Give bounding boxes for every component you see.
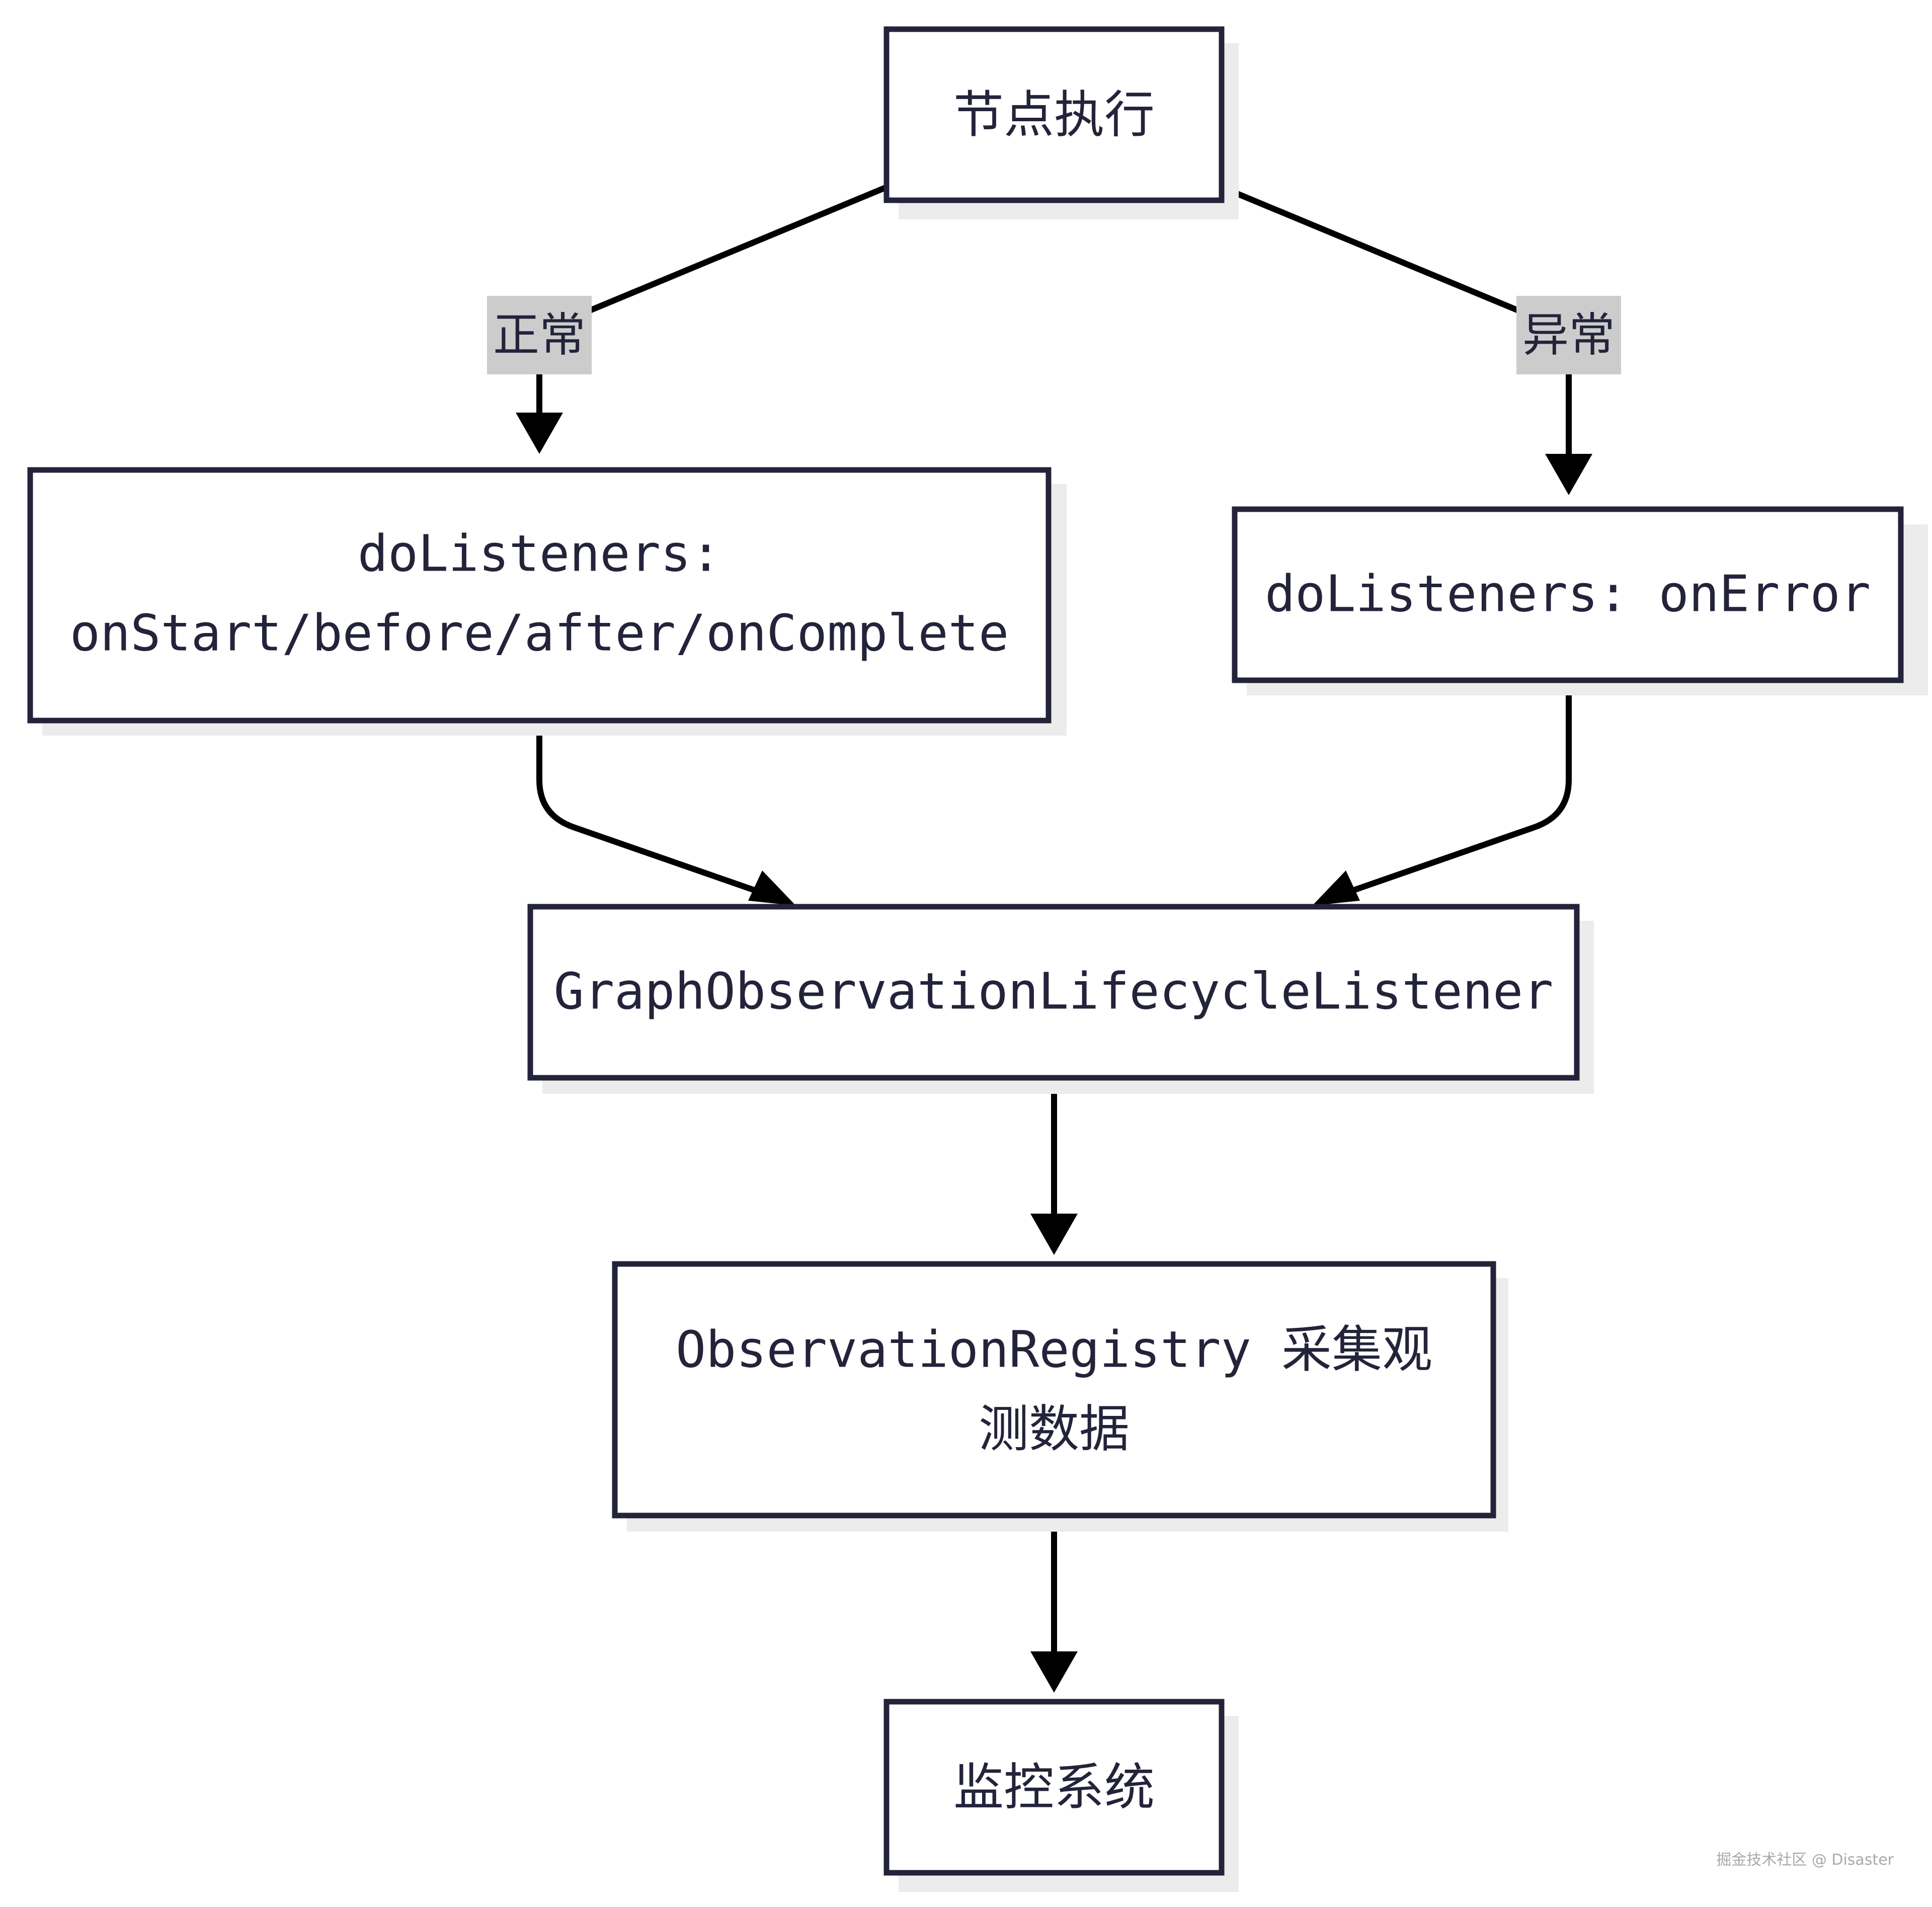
edge-error-to-lifecycle-arrowhead bbox=[1312, 870, 1360, 906]
edge-normal-to-lifecycle-arrowhead-tip bbox=[748, 870, 796, 906]
node-monitor: 监控系统 bbox=[883, 1699, 1239, 1892]
watermark-text: 掘金技术社区 @ Disaster bbox=[1716, 1851, 1894, 1869]
node-normal-listeners: doListeners: onStart/before/after/onComp… bbox=[27, 467, 1067, 736]
edge-label-normal: 正常 bbox=[487, 296, 592, 374]
node-exec-label: 节点执行 bbox=[953, 86, 1155, 144]
node-error-listeners-box bbox=[1232, 506, 1904, 683]
node-lifecycle-listener-box bbox=[527, 904, 1580, 1081]
node-registry: ObservationRegistry 采集观 测数据 bbox=[612, 1261, 1508, 1532]
node-lifecycle-listener-label: GraphObservationLifecycleListener bbox=[554, 962, 1554, 1021]
node-error-listeners: doListeners: onError bbox=[1232, 506, 1928, 695]
node-normal-listeners-line1: doListeners: bbox=[358, 524, 721, 583]
node-lifecycle-listener: GraphObservationLifecycleListener bbox=[527, 904, 1594, 1094]
edge-lifecycle-to-registry-arrowhead bbox=[1030, 1214, 1078, 1255]
node-registry-box bbox=[612, 1261, 1496, 1519]
edge-label-error-text: 异常 bbox=[1522, 308, 1615, 362]
node-registry-line2: 测数据 bbox=[979, 1400, 1130, 1459]
edge-error-to-lifecycle bbox=[1338, 677, 1572, 898]
node-exec-box bbox=[883, 26, 1225, 203]
node-normal-listeners-box bbox=[27, 467, 1052, 724]
edge-label-normal-bg bbox=[487, 296, 592, 374]
node-exec: 节点执行 bbox=[883, 26, 1239, 219]
node-error-listeners-label: doListeners: onError bbox=[1265, 565, 1871, 623]
node-registry-line1: ObservationRegistry 采集观 bbox=[676, 1320, 1432, 1379]
edge-normal-segment-a bbox=[586, 184, 890, 314]
edges bbox=[516, 184, 1592, 1693]
edge-registry-to-monitor-arrowhead bbox=[1030, 1651, 1078, 1693]
edge-normal-arrowhead bbox=[516, 413, 563, 454]
node-normal-listeners-line2: onStart/before/after/onComplete bbox=[70, 604, 1009, 663]
edge-label-error: 异常 bbox=[1516, 296, 1621, 374]
edge-normal-to-lifecycle bbox=[536, 719, 770, 898]
node-monitor-box bbox=[883, 1699, 1225, 1876]
edge-label-error-bg bbox=[1516, 296, 1621, 374]
edge-error-segment-a bbox=[1219, 184, 1522, 314]
edge-label-normal-text: 正常 bbox=[493, 308, 586, 362]
edge-error-arrowhead bbox=[1545, 454, 1592, 495]
node-monitor-label: 监控系统 bbox=[953, 1758, 1155, 1817]
